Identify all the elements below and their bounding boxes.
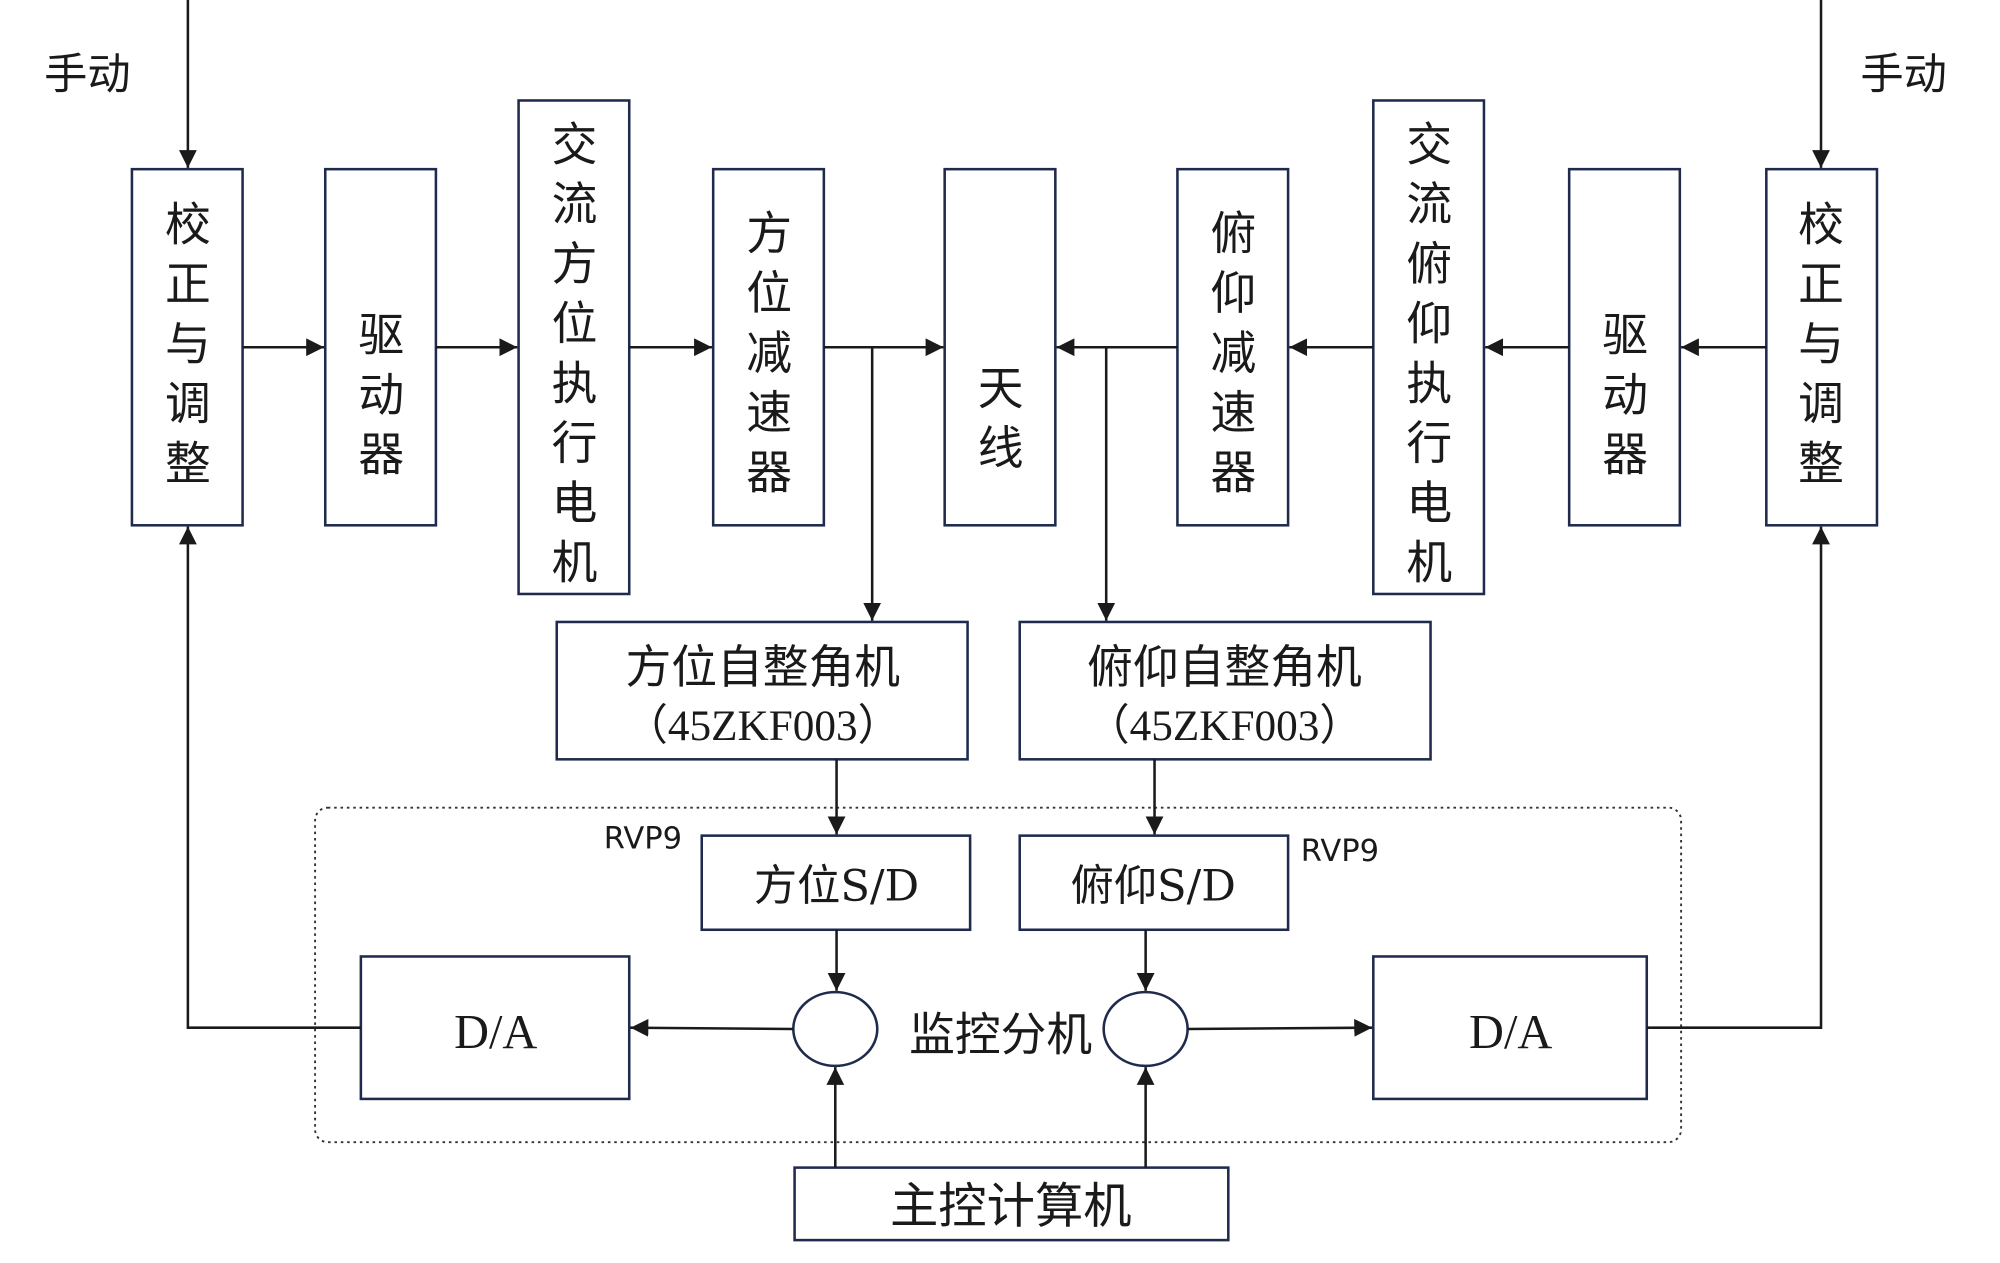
vertical-char: 仰 xyxy=(1406,298,1452,351)
arrow-sum-to-da-right xyxy=(1187,1018,1373,1037)
vertical-char: 机 xyxy=(552,537,598,590)
svg-text:校正与调整: 校正与调整 xyxy=(165,198,211,490)
vertical-char: 行 xyxy=(552,417,598,470)
arrow-sum-to-da-left xyxy=(630,1018,794,1037)
driver-box-left: 驱动器 xyxy=(323,167,438,527)
monitor-subsystem-label: 监控分机 xyxy=(909,1009,1092,1062)
manual-label-right: 手动 xyxy=(1860,50,1946,100)
vertical-char: 流 xyxy=(1406,178,1452,231)
svg-text:驱动器: 驱动器 xyxy=(1602,309,1648,482)
vertical-char: 与 xyxy=(165,318,211,371)
vertical-char: 电 xyxy=(1406,477,1452,530)
vertical-char: 与 xyxy=(1798,318,1844,371)
azimuth-synchro-box: 方位自整角机 （45ZKF003） xyxy=(555,620,969,761)
vertical-char: 方 xyxy=(746,207,792,260)
calib-box-right: 校正与调整 xyxy=(1765,167,1879,527)
elevation-synchro-box: 俯仰自整角机 （45ZKF003） xyxy=(1018,620,1432,761)
vertical-char: 机 xyxy=(1406,537,1452,590)
rvp9-label-right: RVP9 xyxy=(1301,834,1379,869)
vertical-char: 俯 xyxy=(1406,238,1452,291)
vertical-char: 俯 xyxy=(1211,207,1257,260)
vertical-char: 流 xyxy=(552,178,598,231)
vertical-char: 器 xyxy=(358,429,404,482)
vertical-char: 调 xyxy=(1798,378,1844,431)
vertical-char: 线 xyxy=(978,422,1024,475)
svg-text:（45ZKF003）: （45ZKF003） xyxy=(625,702,901,750)
rvp9-label-left: RVP9 xyxy=(604,821,682,856)
svg-text:俯仰S/D: 俯仰S/D xyxy=(1071,862,1236,912)
antenna-box: 天线 xyxy=(943,167,1057,527)
vertical-char: 校 xyxy=(1798,198,1844,251)
vertical-char: 整 xyxy=(1798,438,1844,491)
driver-box-right: 驱动器 xyxy=(1567,167,1682,527)
svg-text:方位减速器: 方位减速器 xyxy=(746,207,792,499)
vertical-char: 位 xyxy=(746,267,792,320)
da-box-left: D/A xyxy=(359,955,631,1101)
elevation-summing-junction xyxy=(1102,990,1189,1068)
vertical-char: 电 xyxy=(552,477,598,530)
da-box-right: D/A xyxy=(1372,955,1649,1101)
main-computer-box: 主控计算机 xyxy=(793,1166,1230,1242)
svg-text:天线: 天线 xyxy=(978,362,1024,475)
vertical-char: 器 xyxy=(746,446,792,499)
ac-elevation-motor-box: 交流俯仰执行电机 xyxy=(1372,99,1486,596)
vertical-char: 调 xyxy=(165,378,211,431)
vertical-char: 位 xyxy=(552,298,598,351)
vertical-char: 器 xyxy=(1211,446,1257,499)
vertical-char: 驱 xyxy=(1602,309,1648,362)
manual-label-left: 手动 xyxy=(44,50,130,100)
vertical-char: 正 xyxy=(1798,258,1844,311)
svg-text:D/A: D/A xyxy=(454,1006,537,1059)
vertical-char: 驱 xyxy=(358,309,404,362)
vertical-char: 校 xyxy=(165,198,211,251)
azimuth-summing-junction xyxy=(792,990,879,1068)
svg-text:俯仰减速器: 俯仰减速器 xyxy=(1211,207,1257,499)
vertical-char: 器 xyxy=(1602,429,1648,482)
feedback-da-to-calib-right xyxy=(1646,526,1830,1029)
svg-text:交流俯仰执行电机: 交流俯仰执行电机 xyxy=(1406,118,1452,589)
svg-text:主控计算机: 主控计算机 xyxy=(890,1178,1132,1234)
vertical-char: 交 xyxy=(1406,118,1452,171)
vertical-char: 速 xyxy=(746,387,792,440)
vertical-char: 方 xyxy=(552,238,598,291)
azimuth-reducer-box: 方位减速器 xyxy=(711,167,826,527)
monitor-subsystem-frame xyxy=(314,806,1683,1144)
svg-text:D/A: D/A xyxy=(1469,1006,1552,1059)
vertical-char: 动 xyxy=(1602,369,1648,422)
vertical-char: 整 xyxy=(165,438,211,491)
svg-text:方位自整角机: 方位自整角机 xyxy=(625,641,900,694)
ac-azimuth-motor-box: 交流方位执行电机 xyxy=(517,99,631,596)
vertical-char: 正 xyxy=(165,258,211,311)
svg-text:方位S/D: 方位S/D xyxy=(754,862,919,912)
vertical-char: 减 xyxy=(746,327,792,380)
svg-text:（45ZKF003）: （45ZKF003） xyxy=(1086,702,1362,750)
elevation-reducer-box: 俯仰减速器 xyxy=(1176,167,1290,527)
vertical-char: 减 xyxy=(1211,327,1257,380)
vertical-char: 执 xyxy=(1406,357,1452,410)
svg-text:交流方位执行电机: 交流方位执行电机 xyxy=(552,118,598,589)
feedback-da-to-calib-left xyxy=(178,526,361,1029)
vertical-char: 天 xyxy=(978,362,1024,415)
svg-text:校正与调整: 校正与调整 xyxy=(1798,198,1844,490)
vertical-char: 仰 xyxy=(1211,267,1257,320)
svg-text:俯仰自整角机: 俯仰自整角机 xyxy=(1087,641,1362,694)
vertical-char: 行 xyxy=(1406,417,1452,470)
svg-text:驱动器: 驱动器 xyxy=(358,309,404,482)
azimuth-sd-box: 方位S/D xyxy=(700,834,972,932)
elevation-sd-box: 俯仰S/D xyxy=(1018,834,1290,932)
calib-box-left: 校正与调整 xyxy=(130,167,244,527)
vertical-char: 执 xyxy=(552,357,598,410)
vertical-char: 动 xyxy=(358,369,404,422)
vertical-char: 交 xyxy=(552,118,598,171)
vertical-char: 速 xyxy=(1211,387,1257,440)
